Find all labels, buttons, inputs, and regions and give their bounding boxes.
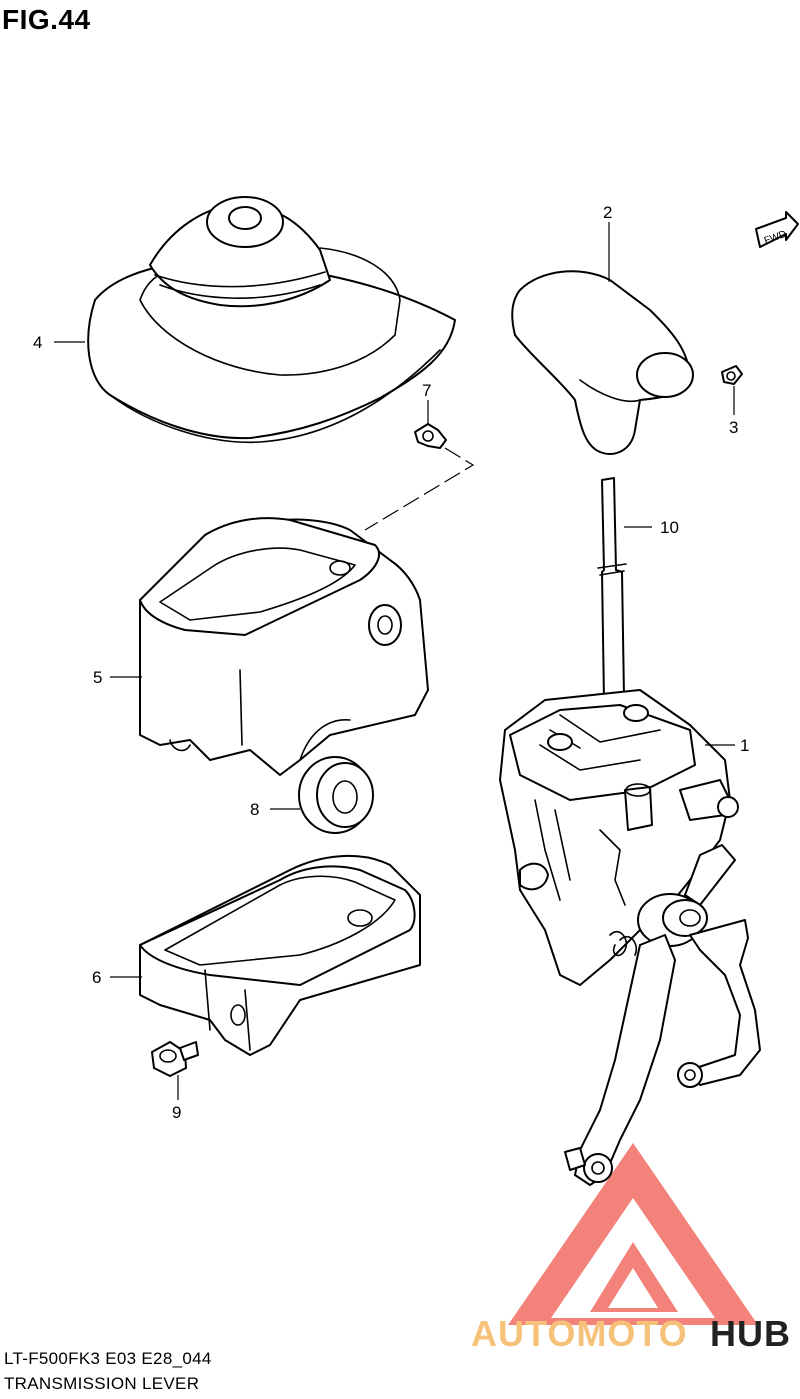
- boot-part: [87, 196, 456, 444]
- callout-5: 5: [93, 668, 102, 687]
- callout-10: 10: [660, 518, 679, 537]
- leader-lines: [54, 222, 735, 1100]
- callout-6: 6: [92, 968, 101, 987]
- watermark-logo-icon: [508, 1143, 758, 1325]
- grommet-part: [298, 756, 374, 834]
- figure-title: FIG.44: [2, 4, 91, 35]
- callout-3: 3: [729, 418, 738, 437]
- callout-8: 8: [250, 800, 259, 819]
- callout-9: 9: [172, 1103, 181, 1122]
- fwd-arrow-icon: FWD: [755, 211, 799, 248]
- model-code: LT-F500FK3 E03 E28_044: [4, 1349, 212, 1368]
- screw-7-part: [414, 423, 447, 449]
- screw-3-part: [721, 365, 743, 385]
- callout-1: 1: [740, 736, 749, 755]
- knob-part: [511, 270, 694, 455]
- watermark-word-dark: HUB: [710, 1313, 791, 1354]
- figure-name: TRANSMISSION LEVER: [4, 1374, 200, 1393]
- watermark-word-light: AUTOMOTO: [471, 1313, 688, 1354]
- callout-2: 2: [603, 203, 612, 222]
- callout-labels: 1 2 3 4 5 6 7 8 9 10: [33, 203, 749, 1122]
- callout-7: 7: [422, 381, 431, 400]
- bolt-part: [151, 1041, 199, 1077]
- upper-cover-part: [139, 517, 429, 776]
- assembly-leader-dashed: [364, 447, 475, 531]
- callout-4: 4: [33, 333, 42, 352]
- lever-assembly-part: [499, 689, 761, 1186]
- lower-cover-part: [139, 855, 421, 1056]
